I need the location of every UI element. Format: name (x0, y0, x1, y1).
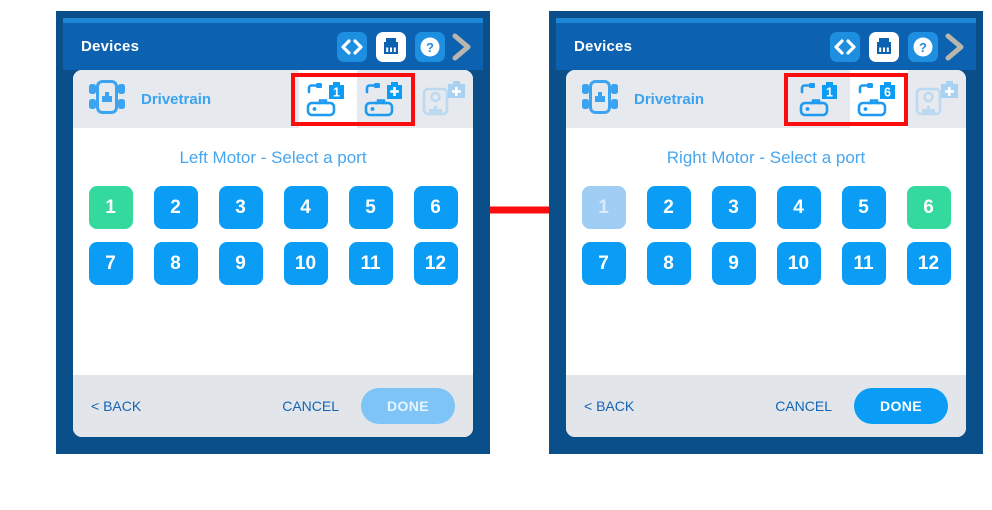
device-row: Drivetrain 1 (73, 70, 473, 128)
port-select-prompt: Right Motor - Select a port (666, 148, 866, 167)
svg-text:1: 1 (333, 86, 340, 100)
cancel-button[interactable]: CANCEL (282, 398, 339, 414)
dialog-footer: < BACK CANCEL DONE (73, 375, 473, 437)
port-button-3[interactable]: 3 (711, 186, 756, 229)
done-button: DONE (361, 388, 455, 424)
toolbar-icons: ? (337, 31, 445, 62)
device-slots: 1 (299, 70, 473, 128)
port-button-9[interactable]: 9 (218, 242, 263, 285)
device-name-label: Drivetrain (141, 90, 212, 108)
port-button-6[interactable]: 6 (906, 186, 951, 229)
port-button-1: 1 (581, 186, 626, 229)
port-button-4[interactable]: 4 (283, 186, 328, 229)
done-button[interactable]: DONE (854, 388, 948, 424)
svg-text:?: ? (919, 40, 927, 55)
devices-title: Devices (574, 38, 633, 55)
port-button-5[interactable]: 5 (841, 186, 886, 229)
port-button-12[interactable]: 12 (906, 242, 951, 285)
chevron-right-icon[interactable] (451, 32, 473, 62)
device-slot-sensor-add-icon[interactable] (415, 70, 473, 128)
port-button-10[interactable]: 10 (283, 242, 328, 285)
svg-text:?: ? (426, 40, 434, 55)
chevron-right-icon[interactable] (944, 32, 966, 62)
device-port-icon[interactable] (376, 31, 406, 62)
device-config-panel-right: Devices ? (549, 11, 983, 454)
devices-toolbar: Devices ? (63, 23, 483, 70)
back-button[interactable]: < BACK (91, 398, 142, 414)
help-icon[interactable]: ? (415, 31, 445, 62)
device-config-panel-left: Devices ? (56, 11, 490, 454)
port-button-8[interactable]: 8 (646, 242, 691, 285)
device-slot-motor-icon[interactable]: 1 (299, 70, 357, 128)
device-slot-motor-icon[interactable] (357, 70, 415, 128)
port-button-10[interactable]: 10 (776, 242, 821, 285)
back-button[interactable]: < BACK (584, 398, 635, 414)
port-button-11[interactable]: 11 (348, 242, 393, 285)
toolbar-icons: ? (830, 31, 938, 62)
port-button-3[interactable]: 3 (218, 186, 263, 229)
port-button-9[interactable]: 9 (711, 242, 756, 285)
port-button-7[interactable]: 7 (88, 242, 133, 285)
code-icon[interactable] (830, 31, 860, 62)
port-button-8[interactable]: 8 (153, 242, 198, 285)
port-button-4[interactable]: 4 (776, 186, 821, 229)
window-top-strip (556, 18, 976, 23)
dialog-footer: < BACK CANCEL DONE (566, 375, 966, 437)
device-slot-motor-icon[interactable]: 1 (792, 70, 850, 128)
svg-text:6: 6 (884, 86, 891, 100)
device-card: Drivetrain 1 Left Motor - Select a port … (73, 70, 473, 437)
port-select-prompt: Left Motor - Select a port (179, 148, 367, 167)
port-button-6[interactable]: 6 (413, 186, 458, 229)
port-button-7[interactable]: 7 (581, 242, 626, 285)
window-top-strip (63, 18, 483, 23)
port-button-11[interactable]: 11 (841, 242, 886, 285)
port-button-12[interactable]: 12 (413, 242, 458, 285)
devices-toolbar: Devices ? (556, 23, 976, 70)
devices-title: Devices (81, 38, 140, 55)
svg-text:1: 1 (826, 86, 833, 100)
port-button-2[interactable]: 2 (153, 186, 198, 229)
device-name-label: Drivetrain (634, 90, 705, 108)
device-slot-motor-icon[interactable]: 6 (850, 70, 908, 128)
port-button-5[interactable]: 5 (348, 186, 393, 229)
port-button-1[interactable]: 1 (88, 186, 133, 229)
help-icon[interactable]: ? (908, 31, 938, 62)
drivetrain-icon (87, 79, 127, 119)
port-button-2[interactable]: 2 (646, 186, 691, 229)
device-slot-sensor-add-icon[interactable] (908, 70, 966, 128)
code-icon[interactable] (337, 31, 367, 62)
device-port-icon[interactable] (869, 31, 899, 62)
drivetrain-icon (580, 79, 620, 119)
cancel-button[interactable]: CANCEL (775, 398, 832, 414)
